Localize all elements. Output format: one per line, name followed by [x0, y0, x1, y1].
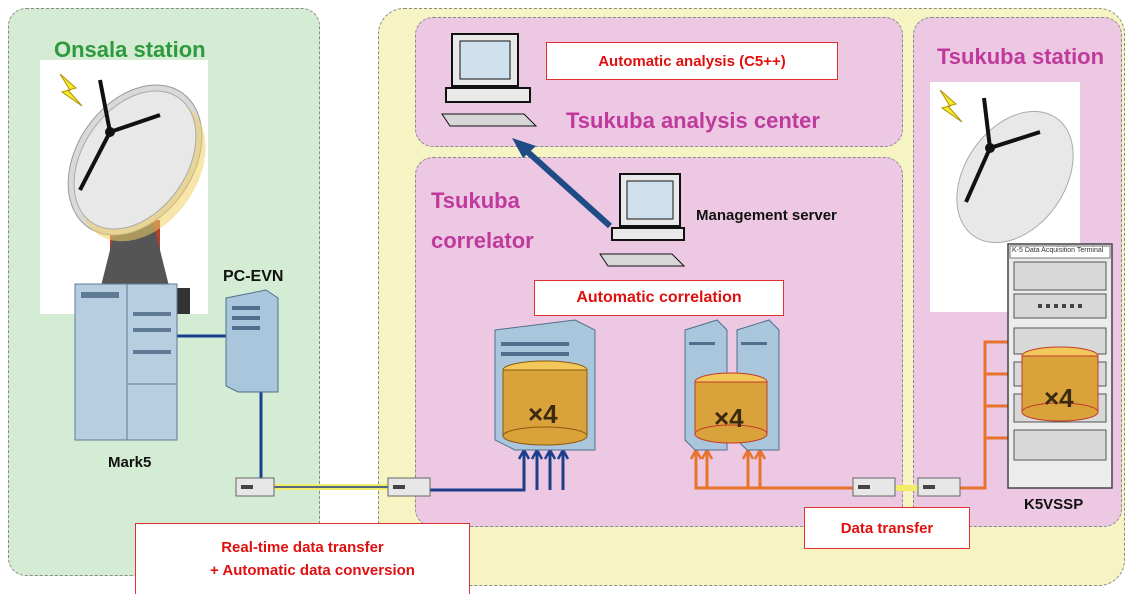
pc-evn-server-icon	[225, 289, 279, 393]
automatic-correlation-label: Automatic correlation	[534, 280, 784, 316]
mark5-label: Mark5	[108, 454, 152, 471]
tsukuba-antenna-icon	[930, 82, 1080, 312]
tsukuba-station-title: Tsukuba station	[937, 44, 1105, 69]
tsukuba-switch-left-icon	[387, 477, 431, 497]
disk-right-count: ×4	[714, 403, 744, 433]
onsala-switch-icon	[235, 477, 275, 497]
realtime-transfer-line2: + Automatic data conversion	[210, 562, 415, 579]
correlator-server-right-icon	[684, 319, 780, 451]
k5-disk-count: ×4	[1044, 383, 1074, 413]
k5vssp-label: K5VSSP	[1024, 496, 1084, 513]
station-switch-icon	[917, 477, 961, 497]
analysis-workstation-icon	[441, 33, 538, 127]
analysis-center-title: Tsukuba analysis center	[566, 108, 820, 133]
k5-rack-icon	[1007, 243, 1113, 489]
management-server-label: Management server	[696, 207, 837, 224]
correlator-title-line1: Tsukuba	[431, 188, 520, 213]
data-transfer-label: Data transfer	[804, 507, 970, 549]
disk-left-count: ×4	[528, 399, 558, 429]
mark5-recorder-icon	[74, 283, 178, 441]
correlator-switch-icon	[852, 477, 896, 497]
correlator-title-line2: correlator	[431, 228, 534, 253]
automatic-analysis-label: Automatic analysis (C5++)	[546, 42, 838, 80]
correlator-server-left-icon	[494, 319, 596, 451]
onsala-station-title: Onsala station	[54, 37, 206, 62]
realtime-transfer-label: Real-time data transfer + Automatic data…	[135, 523, 470, 594]
realtime-transfer-line1: Real-time data transfer	[221, 539, 384, 556]
management-server-icon	[599, 173, 686, 267]
onsala-antenna-icon	[40, 60, 208, 314]
k5-header-text: K-5 Data Acquisition Terminal	[1012, 247, 1104, 254]
pc-evn-label: PC-EVN	[223, 268, 284, 285]
